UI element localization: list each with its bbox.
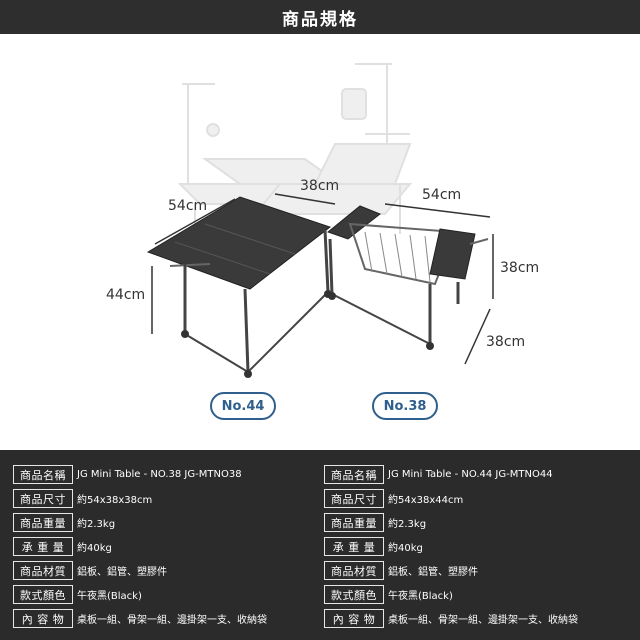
spec-key: 款式顏色: [324, 585, 384, 604]
dim-no44-depth: 54cm: [168, 198, 208, 214]
spec-value: 約2.3kg: [388, 519, 427, 530]
spec-key: 商品重量: [324, 513, 384, 532]
spec-value: 約54x38x44cm: [388, 495, 464, 506]
spec-key: 商品名稱: [324, 465, 384, 484]
spec-panel: 商品名稱 JG Mini Table - NO.38 JG-MTNO38 商品尺…: [0, 450, 640, 640]
page-title: 商品規格: [282, 9, 358, 30]
spec-key: 內 容 物: [13, 609, 73, 628]
tables-drawing: [146, 63, 494, 378]
spec-row: 商品重量 約2.3kg: [324, 512, 578, 533]
spec-value: 約40kg: [388, 543, 423, 554]
spec-row: 款式顏色 午夜黑(Black): [324, 584, 578, 605]
spec-row: 承 重 量 約40kg: [324, 536, 578, 557]
spec-value: 桌板一組、骨架一組、邊掛架一支、收納袋: [77, 615, 267, 626]
product-illustration: 54cm 44cm 38cm 54cm 38cm 38cm No.44 No.3…: [0, 34, 640, 450]
spec-row: 商品重量 約2.3kg: [13, 512, 267, 533]
spec-row: 款式顏色 午夜黑(Black): [13, 584, 267, 605]
page-header: 商品規格: [0, 0, 640, 34]
tag-no38: No.38: [372, 392, 438, 420]
spec-row: 商品名稱 JG Mini Table - NO.38 JG-MTNO38: [13, 464, 267, 485]
spec-value: 桌板一組、骨架一組、邊掛架一支、收納袋: [388, 615, 578, 626]
dim-no38-side: 38cm: [486, 334, 526, 350]
spec-row: 商品尺寸 約54x38x44cm: [324, 488, 578, 509]
spec-key: 承 重 量: [13, 537, 73, 556]
spec-key: 款式顏色: [13, 585, 73, 604]
spec-column-right: 商品名稱 JG Mini Table - NO.44 JG-MTNO44 商品尺…: [324, 464, 578, 632]
dim-no44-height: 44cm: [106, 287, 146, 303]
spec-row: 承 重 量 約40kg: [13, 536, 267, 557]
spec-key: 商品材質: [13, 561, 73, 580]
spec-value: JG Mini Table - NO.38 JG-MTNO38: [77, 469, 242, 480]
spec-key: 商品尺寸: [324, 489, 384, 508]
table-no44: [146, 193, 336, 378]
spec-key: 商品名稱: [13, 465, 73, 484]
spec-value: 鋁板、鋁管、塑膠件: [77, 567, 167, 578]
spec-row: 商品材質 鋁板、鋁管、塑膠件: [13, 560, 267, 581]
spec-key: 商品重量: [13, 513, 73, 532]
spec-key: 承 重 量: [324, 537, 384, 556]
spec-key: 內 容 物: [324, 609, 384, 628]
spec-row: 內 容 物 桌板一組、骨架一組、邊掛架一支、收納袋: [13, 608, 267, 629]
background-tables: [177, 63, 413, 234]
spec-value: 約2.3kg: [77, 519, 116, 530]
spec-key: 商品材質: [324, 561, 384, 580]
dim-no38-height: 38cm: [500, 260, 540, 276]
table-no38: [326, 203, 494, 365]
spec-value: 午夜黑(Black): [77, 591, 142, 602]
dim-no38-width: 38cm: [300, 178, 340, 194]
spec-row: 內 容 物 桌板一組、骨架一組、邊掛架一支、收納袋: [324, 608, 578, 629]
spec-value: 約54x38x38cm: [77, 495, 153, 506]
spec-key: 商品尺寸: [13, 489, 73, 508]
spec-value: 約40kg: [77, 543, 112, 554]
spec-value: 午夜黑(Black): [388, 591, 453, 602]
spec-column-left: 商品名稱 JG Mini Table - NO.38 JG-MTNO38 商品尺…: [13, 464, 267, 632]
spec-value: 鋁板、鋁管、塑膠件: [388, 567, 478, 578]
dim-no38-depth: 54cm: [422, 187, 462, 203]
spec-value: JG Mini Table - NO.44 JG-MTNO44: [388, 469, 553, 480]
spec-row: 商品材質 鋁板、鋁管、塑膠件: [324, 560, 578, 581]
spec-row: 商品尺寸 約54x38x38cm: [13, 488, 267, 509]
spec-row: 商品名稱 JG Mini Table - NO.44 JG-MTNO44: [324, 464, 578, 485]
tag-no44: No.44: [210, 392, 276, 420]
